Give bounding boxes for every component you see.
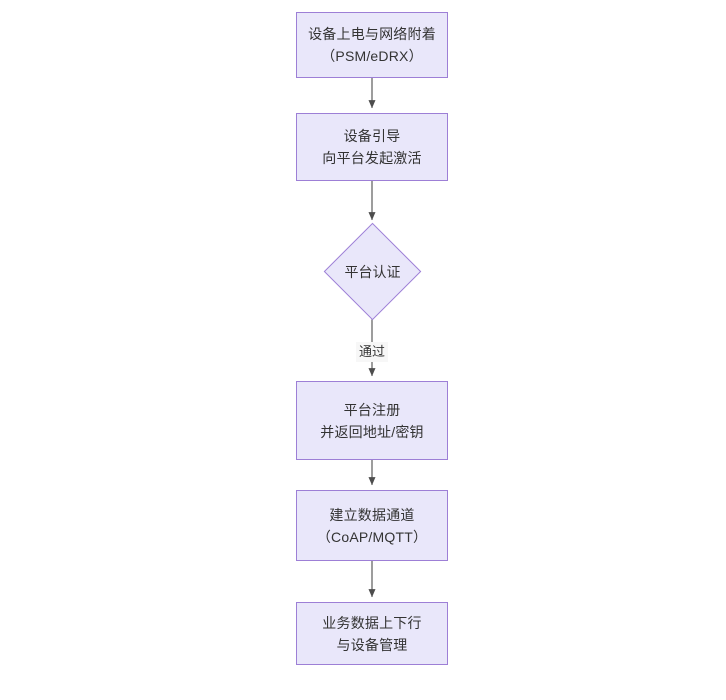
node-label-line: 平台认证	[344, 263, 401, 280]
node-establish-data-channel[interactable]: 建立数据通道 （CoAP/MQTT）	[296, 490, 448, 561]
node-platform-authentication[interactable]: 平台认证	[323, 222, 422, 321]
node-label-line: 并返回地址/密钥	[320, 423, 424, 440]
node-label-line: （CoAP/MQTT）	[316, 528, 428, 545]
node-business-data-and-device-management[interactable]: 业务数据上下行 与设备管理	[296, 602, 448, 665]
node-label-line: （PSM/eDRX）	[321, 48, 423, 64]
node-device-bootstrap[interactable]: 设备引导 向平台发起激活	[296, 113, 448, 181]
edge-label-pass: 通过	[355, 342, 389, 362]
node-label-line: 设备上电与网络附着	[308, 26, 436, 42]
node-label-line: 设备引导	[343, 128, 401, 144]
node-label-line: 业务数据上下行	[322, 614, 422, 631]
node-label-line: 与设备管理	[336, 636, 408, 653]
node-label-line: 建立数据通道	[329, 506, 415, 523]
node-label-line: 平台注册	[343, 401, 401, 418]
node-label-line: 向平台发起激活	[322, 150, 422, 166]
node-device-power-on[interactable]: 设备上电与网络附着 （PSM/eDRX）	[296, 12, 448, 78]
node-platform-registration[interactable]: 平台注册 并返回地址/密钥	[296, 381, 448, 460]
